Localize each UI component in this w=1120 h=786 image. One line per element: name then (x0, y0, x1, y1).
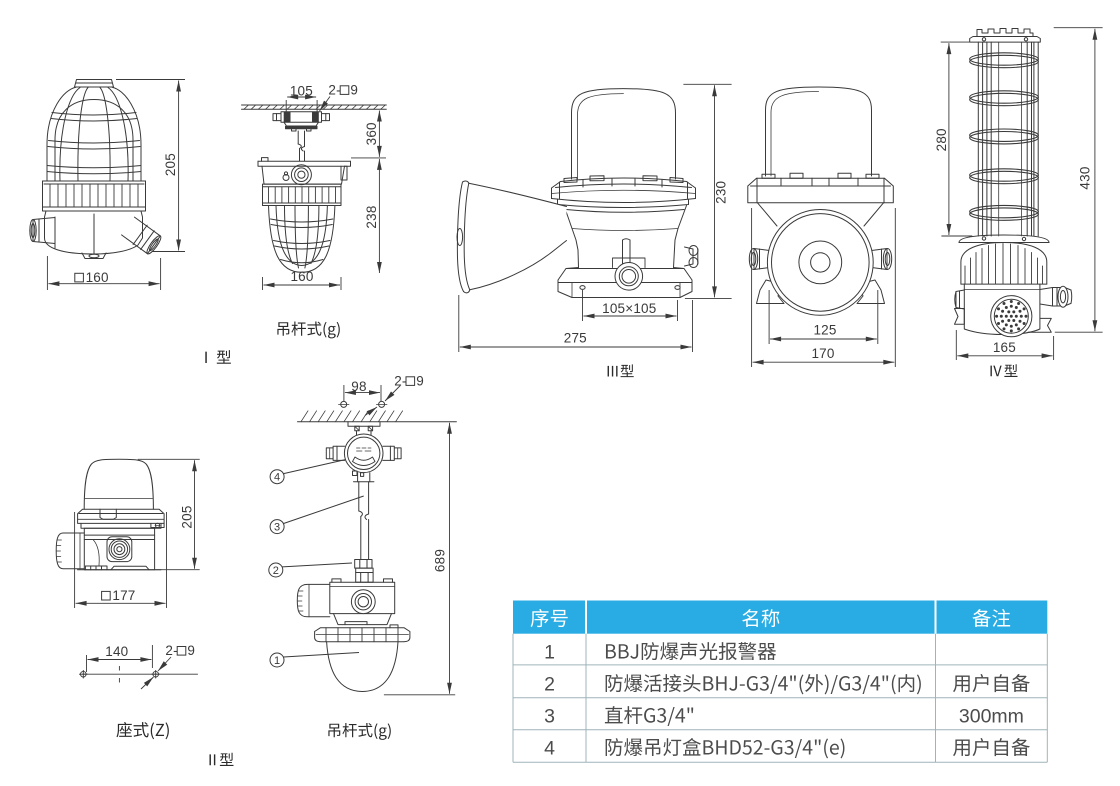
svg-text:1: 1 (544, 642, 555, 664)
svg-text:2-: 2- (165, 643, 177, 658)
svg-text:9: 9 (350, 82, 358, 97)
svg-text:360: 360 (364, 122, 379, 145)
svg-text:2: 2 (544, 674, 555, 696)
svg-text:230: 230 (714, 181, 729, 204)
svg-text:430: 430 (1078, 166, 1093, 189)
svg-text:160: 160 (290, 269, 313, 284)
svg-text:1: 1 (274, 655, 280, 667)
svg-text:205: 205 (180, 505, 195, 528)
svg-text:4: 4 (274, 472, 280, 484)
svg-text:275: 275 (564, 331, 587, 346)
svg-text:280: 280 (934, 128, 949, 151)
svg-text:170: 170 (811, 346, 834, 361)
svg-text:2: 2 (273, 565, 279, 577)
svg-text:2-: 2- (328, 82, 340, 97)
svg-text:105×105: 105×105 (602, 301, 656, 316)
svg-text:98: 98 (351, 379, 366, 394)
svg-text:125: 125 (813, 323, 836, 338)
svg-text:4: 4 (544, 738, 555, 760)
svg-text:238: 238 (364, 205, 379, 228)
svg-text:177: 177 (112, 588, 135, 603)
svg-text:105: 105 (290, 83, 313, 98)
svg-text:140: 140 (105, 644, 128, 659)
svg-text:3: 3 (544, 706, 555, 728)
svg-text:2-: 2- (394, 373, 406, 388)
svg-text:205: 205 (163, 153, 178, 176)
svg-text:165: 165 (993, 340, 1016, 355)
svg-text:9: 9 (187, 643, 195, 658)
svg-text:160: 160 (86, 270, 109, 285)
svg-text:300mm: 300mm (959, 706, 1024, 728)
svg-text:689: 689 (432, 549, 447, 572)
svg-text:9: 9 (416, 373, 424, 388)
svg-text:3: 3 (274, 522, 280, 534)
